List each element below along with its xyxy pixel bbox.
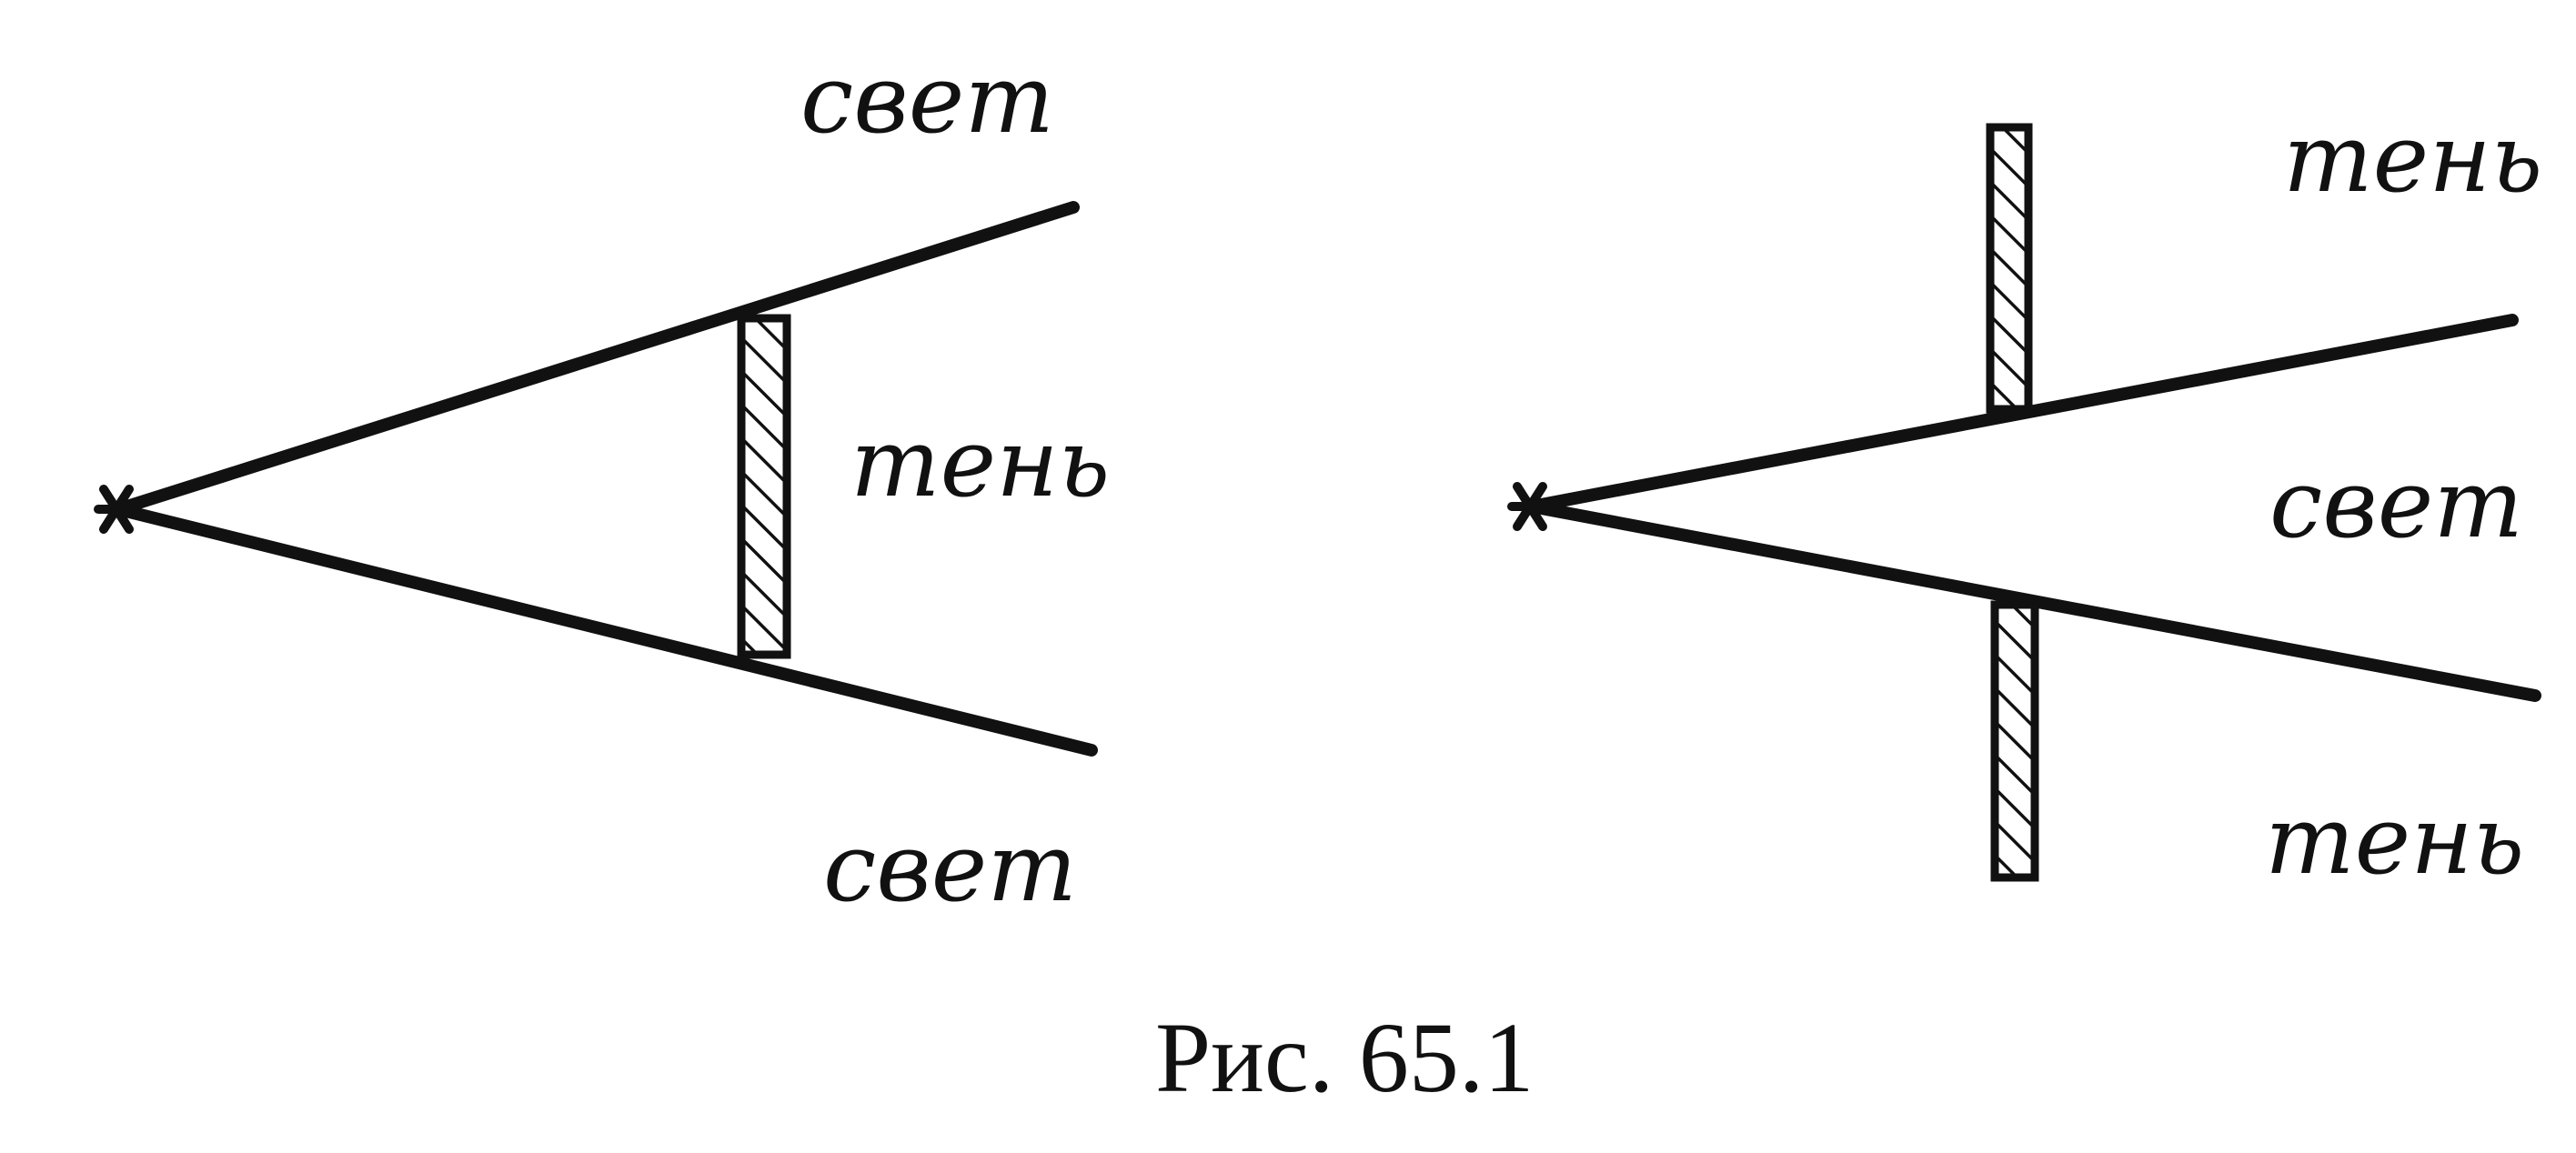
right-label-bottom: тень — [2265, 785, 2524, 896]
left-diagram: свет тень свет — [94, 44, 1110, 923]
left-label-middle: тень — [850, 407, 1110, 518]
right-diagram: тень свет тень — [1507, 103, 2542, 896]
right-label-middle: свет — [2269, 448, 2523, 559]
left-opaque-screen — [737, 314, 791, 659]
right-opaque-screen-lower — [1990, 600, 2039, 882]
left-label-top: свет — [800, 44, 1054, 155]
figure-caption: Рис. 65.1 — [1155, 1002, 1534, 1113]
left-label-bottom: свет — [823, 812, 1077, 923]
right-label-top: тень — [2283, 103, 2542, 214]
right-opaque-screen-upper — [1986, 123, 2033, 414]
left-upper-ray — [112, 201, 1080, 516]
left-lower-ray — [112, 503, 1098, 757]
